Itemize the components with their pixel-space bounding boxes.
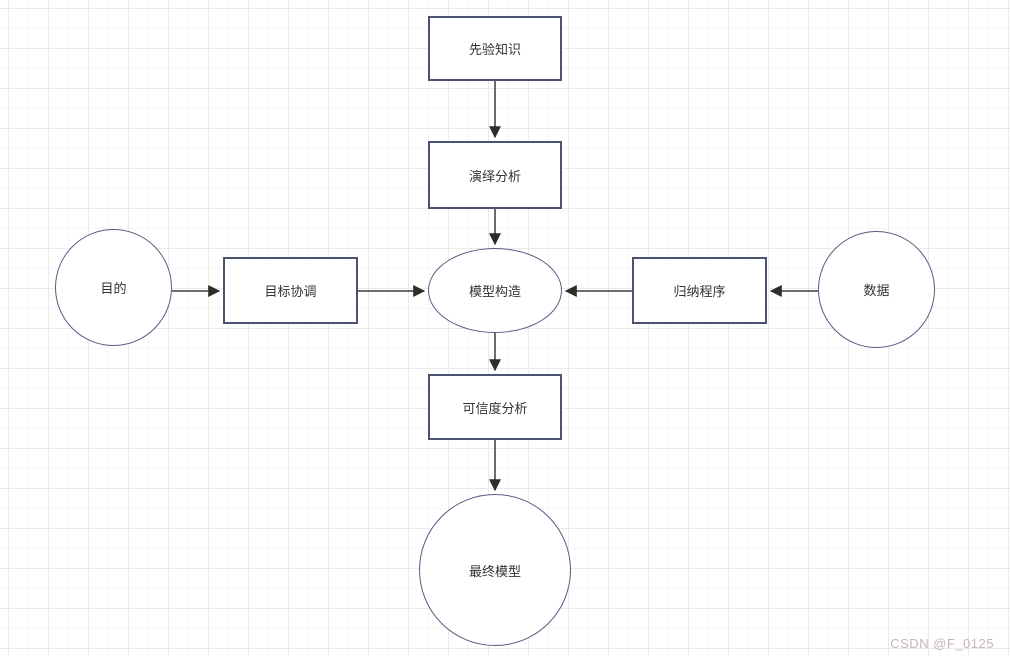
node-induction-procedure-label: 归纳程序 (673, 284, 726, 299)
node-deductive-analysis-label: 演绎分析 (468, 168, 521, 184)
csdn-watermark: CSDN @F_0125 (890, 636, 994, 651)
node-purpose[interactable]: 目的 (55, 229, 172, 346)
node-credibility-analysis[interactable]: 可信度分析 (428, 374, 562, 440)
node-prior-knowledge[interactable]: 先验知识 (428, 16, 562, 81)
node-deductive-analysis[interactable]: 演绎分析 (428, 141, 562, 209)
node-goal-coordination-label: 目标协调 (264, 284, 317, 299)
node-prior-knowledge-label: 先验知识 (468, 42, 521, 57)
node-goal-coordination[interactable]: 目标协调 (223, 257, 358, 324)
node-purpose-label: 目的 (100, 281, 127, 296)
node-final-model[interactable]: 最终模型 (419, 494, 571, 646)
node-induction-procedure[interactable]: 归纳程序 (632, 257, 767, 324)
node-data[interactable]: 数据 (818, 231, 935, 348)
node-final-model-label: 最终模型 (468, 563, 521, 579)
node-model-construction[interactable]: 模型构造 (428, 248, 562, 333)
node-credibility-analysis-label: 可信度分析 (462, 400, 528, 416)
node-data-label: 数据 (863, 283, 890, 298)
node-model-construction-label: 模型构造 (468, 284, 521, 299)
